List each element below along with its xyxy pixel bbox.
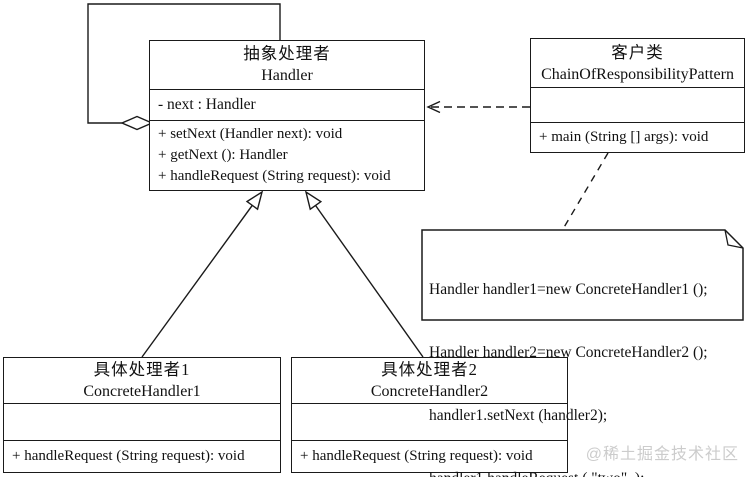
- class-name-en: ConcreteHandler2: [370, 383, 489, 400]
- self-association-connector: [87, 3, 281, 131]
- class-box-client: 客户类 ChainOfResponsibilityPattern + main …: [530, 38, 745, 153]
- class-box-concrete-handler-1: 具体处理者1 ConcreteHandler1 + handleRequest …: [3, 357, 281, 473]
- code-line: Handler handler2=new ConcreteHandler2 ()…: [429, 344, 708, 361]
- class-box-handler: 抽象处理者 Handler - next : Handler + setNext…: [149, 40, 425, 191]
- class-name-cn: 客户类: [611, 42, 664, 62]
- class-name-en: ConcreteHandler1: [83, 383, 201, 400]
- code-line: handler1.handleRequest ( "two" );: [429, 468, 737, 477]
- class-box-concrete-handler-2: 具体处理者2 ConcreteHandler2 + handleRequest …: [291, 357, 568, 473]
- class-name-cn: 具体处理者1: [93, 360, 191, 379]
- generalization-connector-concrete2: [304, 190, 424, 358]
- class-title: 抽象处理者 Handler: [150, 41, 424, 90]
- class-title: 具体处理者2 ConcreteHandler2: [292, 358, 567, 404]
- methods-section: + handleRequest (String request): void: [292, 441, 567, 472]
- code-note-text: Handler handler1=new ConcreteHandler1 ()…: [429, 237, 737, 477]
- class-title: 客户类 ChainOfResponsibilityPattern: [531, 39, 744, 88]
- class-name-cn: 具体处理者2: [381, 360, 478, 379]
- class-name-en: Handler: [261, 67, 313, 85]
- methods-section: + handleRequest (String request): void: [4, 441, 280, 472]
- attributes-section-empty: [292, 404, 567, 441]
- method-label: + handleRequest (String request): void: [12, 448, 245, 464]
- note-anchor-connector: [562, 152, 609, 230]
- note-fold-icon: [724, 229, 744, 249]
- method-label: + setNext (Handler next): void: [158, 126, 343, 142]
- methods-section: + main (String [] args): void: [531, 123, 744, 152]
- aggregation-diamond-icon: [120, 115, 154, 131]
- code-line: Handler handler1=new ConcreteHandler1 ()…: [429, 281, 708, 298]
- watermark: @稀土掘金技术社区: [585, 446, 739, 463]
- code-note-shape: [421, 229, 744, 321]
- class-name-cn: 抽象处理者: [243, 44, 331, 64]
- method-label: + getNext (): Handler: [158, 147, 288, 163]
- methods-section: + setNext (Handler next): void + getNext…: [150, 121, 424, 190]
- attributes-section-empty: [531, 88, 744, 123]
- code-line: handler1.setNext (handler2);: [429, 407, 608, 424]
- method-label: + handleRequest (String request): void: [300, 448, 533, 464]
- class-title: 具体处理者1 ConcreteHandler1: [4, 358, 280, 404]
- attribute-label: - next : Handler: [158, 96, 256, 114]
- generalization-connector-concrete1: [141, 190, 264, 358]
- attributes-section-empty: [4, 404, 280, 441]
- attributes-section: - next : Handler: [150, 90, 424, 121]
- method-label: + main (String [] args): void: [539, 129, 709, 145]
- method-label: + handleRequest (String request): void: [158, 168, 391, 184]
- class-name-en: ChainOfResponsibilityPattern: [541, 65, 734, 83]
